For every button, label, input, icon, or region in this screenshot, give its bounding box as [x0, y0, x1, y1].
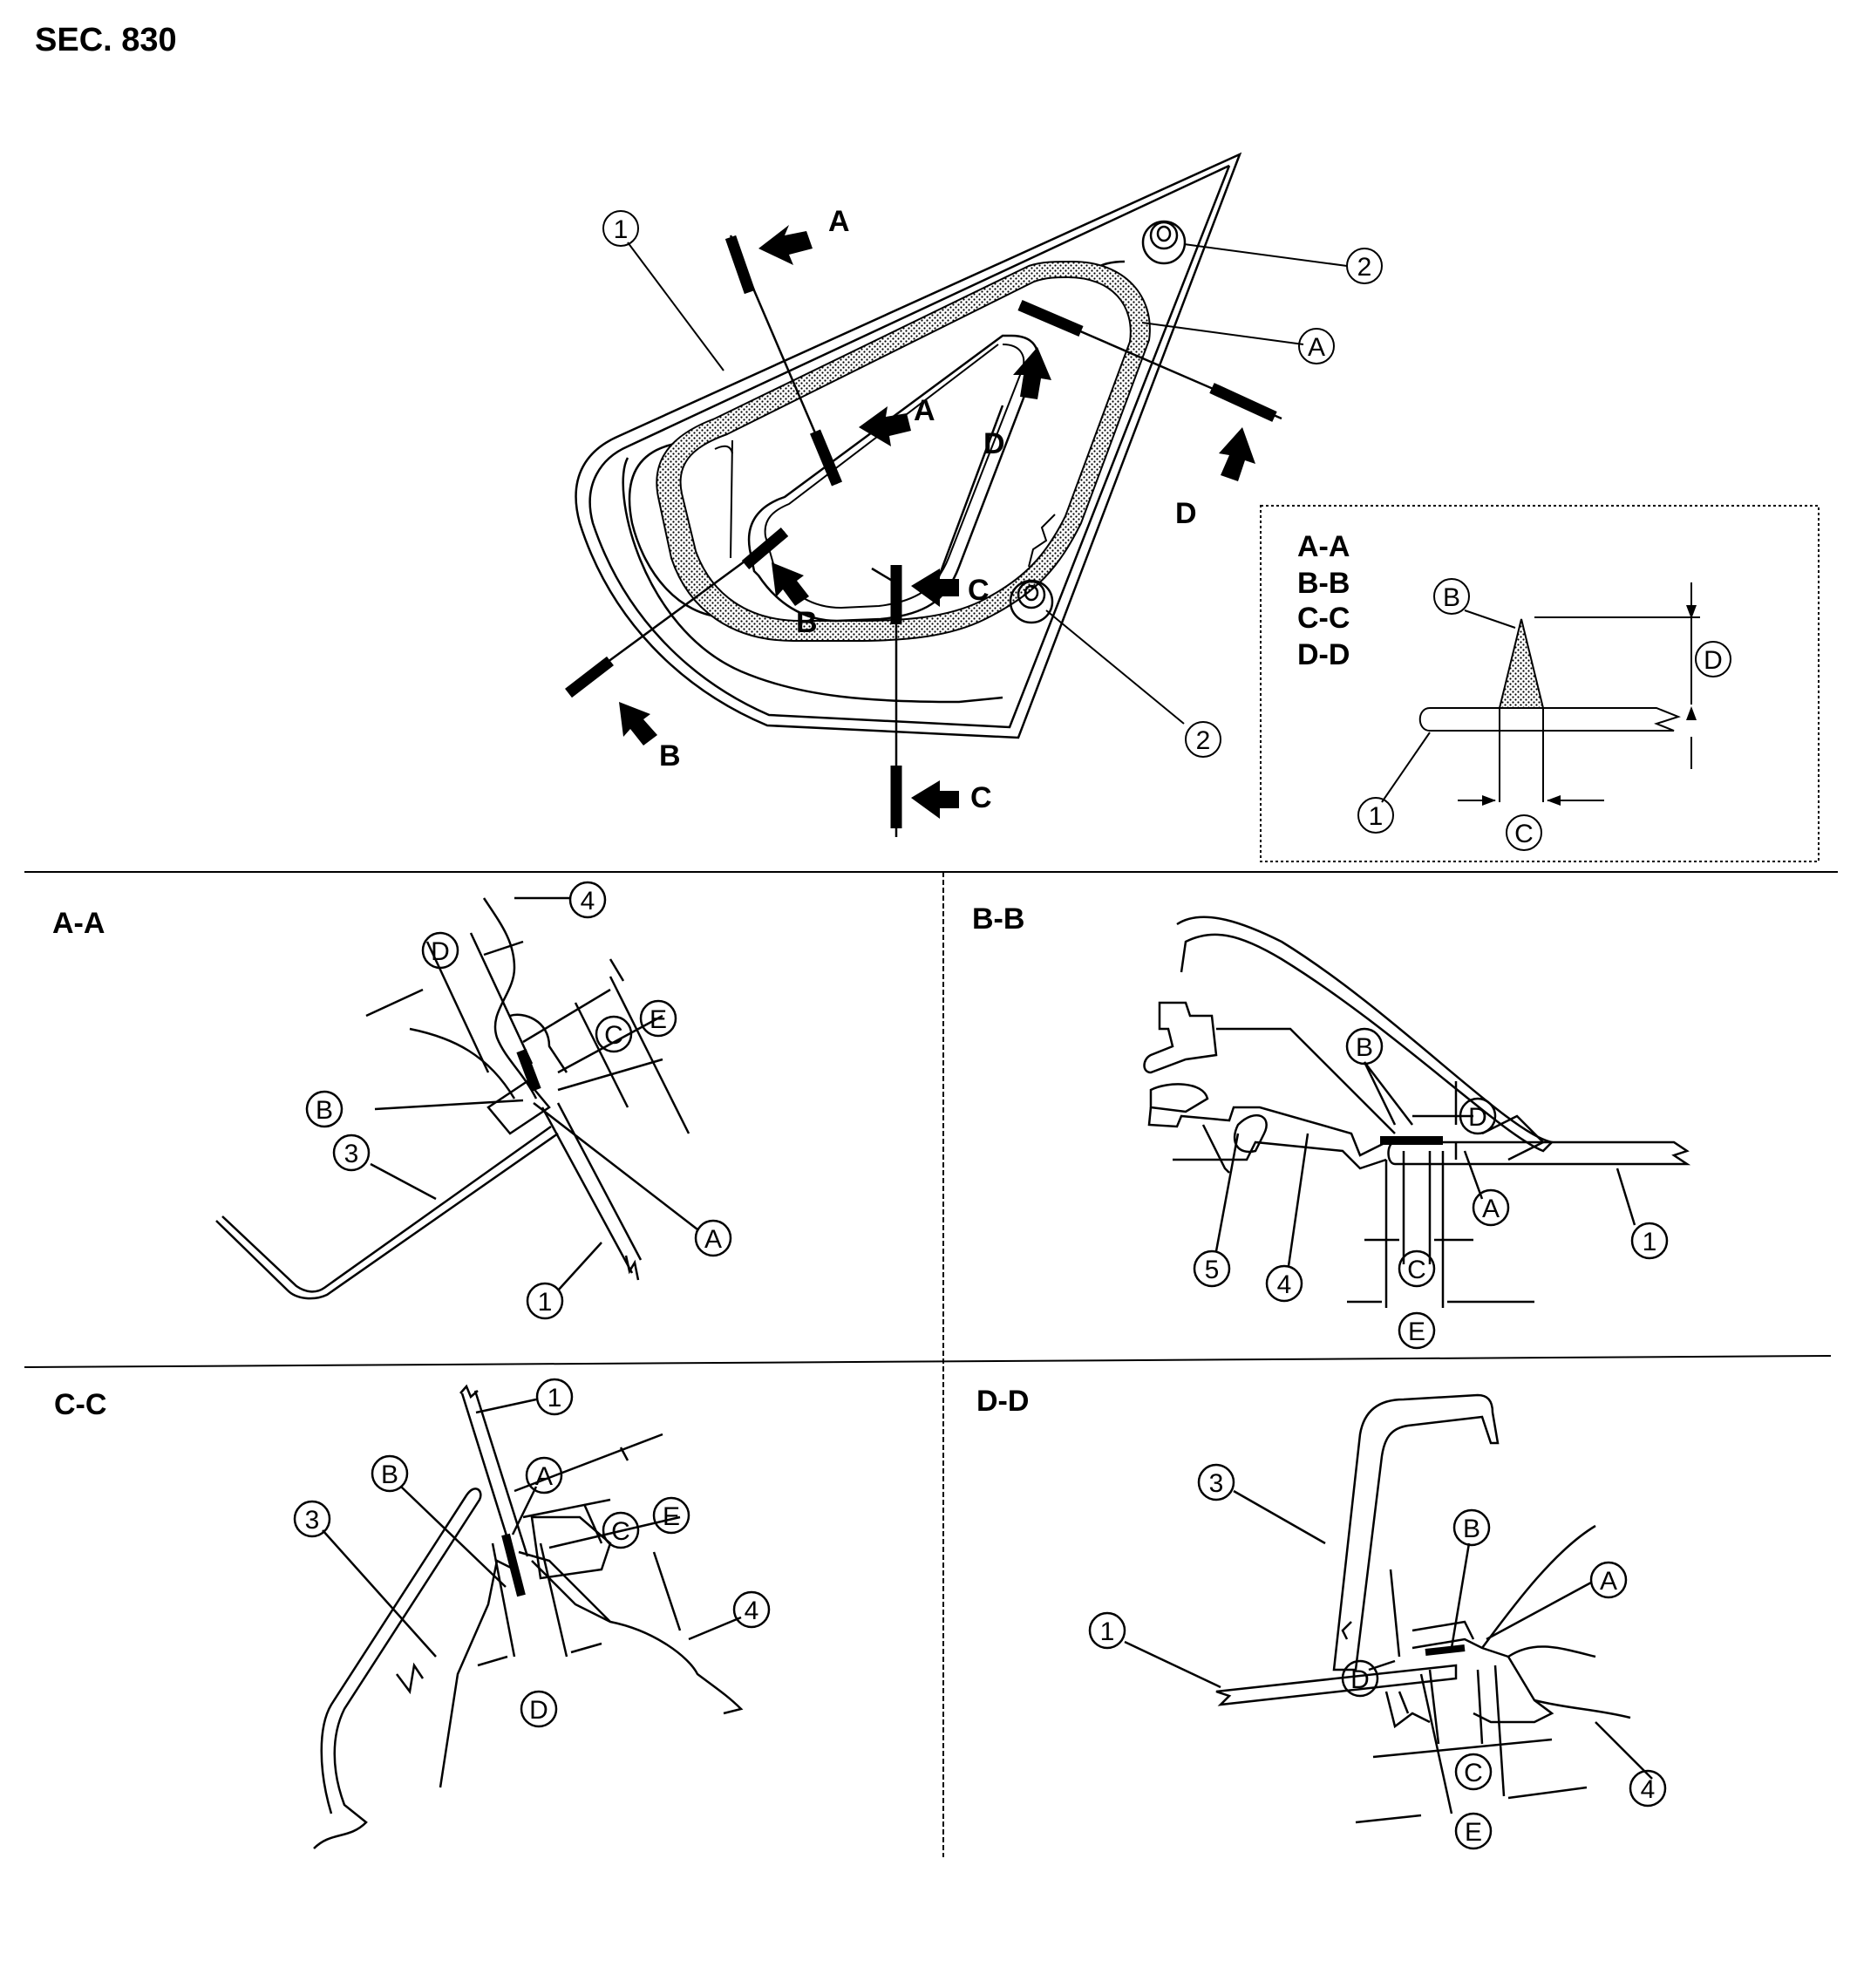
cut-labels: A A B B C C D D [659, 205, 1197, 814]
section-dd-title: D-D [976, 1385, 1029, 1418]
callout-2: 2 [1196, 726, 1211, 755]
dd-callout-b: B [1463, 1515, 1480, 1543]
glass-outline [575, 152, 1242, 739]
cut-label: B [796, 606, 818, 639]
section-aa-title: A-A [52, 907, 105, 940]
cc-callout-4: 4 [745, 1597, 759, 1625]
cut-label: B [659, 739, 681, 773]
bb-callout-d: D [1468, 1103, 1487, 1132]
arrow-icon [911, 568, 959, 607]
cut-label: A [828, 205, 850, 238]
section-number: SEC. 830 [35, 22, 177, 58]
aa-callout-d: D [431, 937, 450, 966]
aa-callout-4: 4 [581, 887, 595, 916]
cut-label: C [970, 781, 992, 814]
inset-callout-c: C [1514, 820, 1534, 848]
section-cc: C-C [54, 1378, 771, 1849]
aa-callout-3: 3 [344, 1140, 359, 1168]
inset-callout-1: 1 [1369, 802, 1384, 831]
cc-callout-c: C [611, 1517, 630, 1546]
arrow-icon [911, 780, 959, 819]
cut-label: D [983, 427, 1005, 460]
dd-callout-e: E [1465, 1818, 1482, 1847]
cc-callout-d: D [529, 1696, 548, 1725]
inset-callout-b: B [1443, 583, 1460, 612]
arrow-icon [772, 562, 809, 606]
main-window-view [570, 152, 1282, 837]
aa-callout-1: 1 [538, 1288, 553, 1317]
section-aa: A-A [52, 881, 732, 1320]
callout-1: 1 [614, 215, 629, 244]
panel-dividers [24, 871, 1838, 1857]
aa-callout-a: A [704, 1225, 722, 1254]
inset-section-label: D-D [1297, 638, 1350, 671]
dd-callout-a: A [1600, 1567, 1617, 1596]
cc-callout-3: 3 [305, 1506, 320, 1535]
arrow-icon [758, 225, 813, 265]
arrow-icon [619, 702, 657, 746]
aa-callout-b: B [316, 1096, 333, 1125]
arrow-icon [1013, 347, 1051, 399]
dd-callout-c: C [1464, 1759, 1483, 1787]
inset-section-label: A-A [1297, 530, 1350, 563]
bb-callout-5: 5 [1205, 1256, 1220, 1284]
inset-section-label: C-C [1297, 602, 1350, 635]
bb-callout-1: 1 [1643, 1228, 1657, 1256]
aa-callout-c: C [604, 1021, 623, 1050]
arrow-icon [1219, 427, 1255, 481]
inset-section-label: B-B [1297, 567, 1350, 600]
cc-callout-b: B [381, 1460, 398, 1489]
section-bb-title: B-B [972, 902, 1024, 936]
bb-callout-4: 4 [1277, 1270, 1292, 1299]
inset-callout-d: D [1704, 646, 1723, 675]
section-cc-title: C-C [54, 1388, 106, 1421]
cut-label: D [1175, 497, 1197, 530]
section-bb: B-B [972, 902, 1691, 1350]
main-callouts [602, 210, 1383, 758]
view-arrows [619, 225, 1255, 819]
dd-callout-3: 3 [1209, 1469, 1224, 1498]
cc-callout-1: 1 [548, 1384, 562, 1413]
bb-callout-b: B [1356, 1033, 1373, 1062]
section-markers [565, 235, 1277, 828]
cut-label: C [968, 574, 990, 607]
inset-box: A-A B-B C-C D-D [1260, 505, 1820, 862]
dd-callout-d: D [1350, 1665, 1370, 1694]
bb-callout-c: C [1407, 1256, 1426, 1284]
arrow-icon [859, 406, 911, 446]
bb-callout-e: E [1408, 1317, 1425, 1346]
dd-callout-1: 1 [1100, 1617, 1115, 1646]
dd-callout-4: 4 [1641, 1775, 1656, 1804]
callout-2: 2 [1357, 253, 1372, 282]
cut-label: A [914, 394, 935, 427]
aa-callout-e: E [650, 1005, 667, 1034]
callout-a: A [1308, 333, 1325, 362]
cc-callout-e: E [663, 1502, 680, 1531]
section-dd: D-D [976, 1385, 1667, 1850]
cc-callout-a: A [535, 1462, 553, 1491]
bb-callout-a: A [1482, 1195, 1500, 1223]
